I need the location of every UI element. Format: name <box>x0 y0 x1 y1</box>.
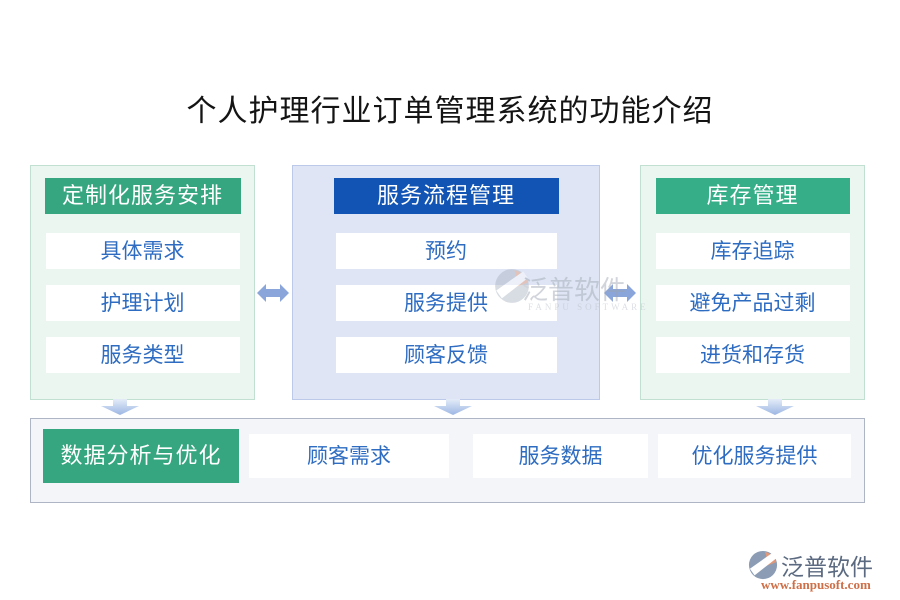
list-item: 预约 <box>335 233 557 269</box>
watermark-url: www.fanpusoft.com <box>761 577 871 592</box>
watermark-brand-en: FANPU SOFTWARE <box>528 302 649 312</box>
list-item: 具体需求 <box>45 233 240 269</box>
panel-service-process: 服务流程管理 预约 服务提供 顾客反馈 <box>292 165 600 400</box>
panel-header: 数据分析与优化 <box>43 429 239 483</box>
list-item: 库存追踪 <box>655 233 850 269</box>
down-arrow-icon <box>434 399 472 415</box>
fanpu-logo-icon <box>495 269 529 303</box>
down-arrow-icon <box>756 399 794 415</box>
panel-header: 服务流程管理 <box>333 178 559 214</box>
list-item: 进货和存货 <box>655 337 850 373</box>
list-item: 顾客需求 <box>249 434 449 478</box>
panel-header: 定制化服务安排 <box>44 178 241 214</box>
double-arrow-icon <box>604 284 636 302</box>
list-item: 顾客反馈 <box>335 337 557 373</box>
list-item: 优化服务提供 <box>658 434 851 478</box>
watermark-brand: 泛普软件 <box>781 555 873 580</box>
watermark-brand: 泛普软件 <box>522 276 627 305</box>
page-title: 个人护理行业订单管理系统的功能介绍 <box>186 95 714 128</box>
list-item: 服务数据 <box>473 434 648 478</box>
panel-inventory: 库存管理 库存追踪 避免产品过剩 进货和存货 <box>640 165 865 400</box>
list-item: 避免产品过剩 <box>655 285 850 321</box>
list-item: 服务提供 <box>335 285 557 321</box>
down-arrow-icon <box>101 399 139 415</box>
panel-customized-service: 定制化服务安排 具体需求 护理计划 服务类型 <box>30 165 255 400</box>
list-item: 服务类型 <box>45 337 240 373</box>
list-item: 护理计划 <box>45 285 240 321</box>
double-arrow-icon <box>257 284 289 302</box>
fanpu-logo-icon <box>748 550 778 580</box>
panel-data-analysis: 数据分析与优化 顾客需求 服务数据 优化服务提供 <box>30 418 865 503</box>
panel-header: 库存管理 <box>655 178 850 214</box>
